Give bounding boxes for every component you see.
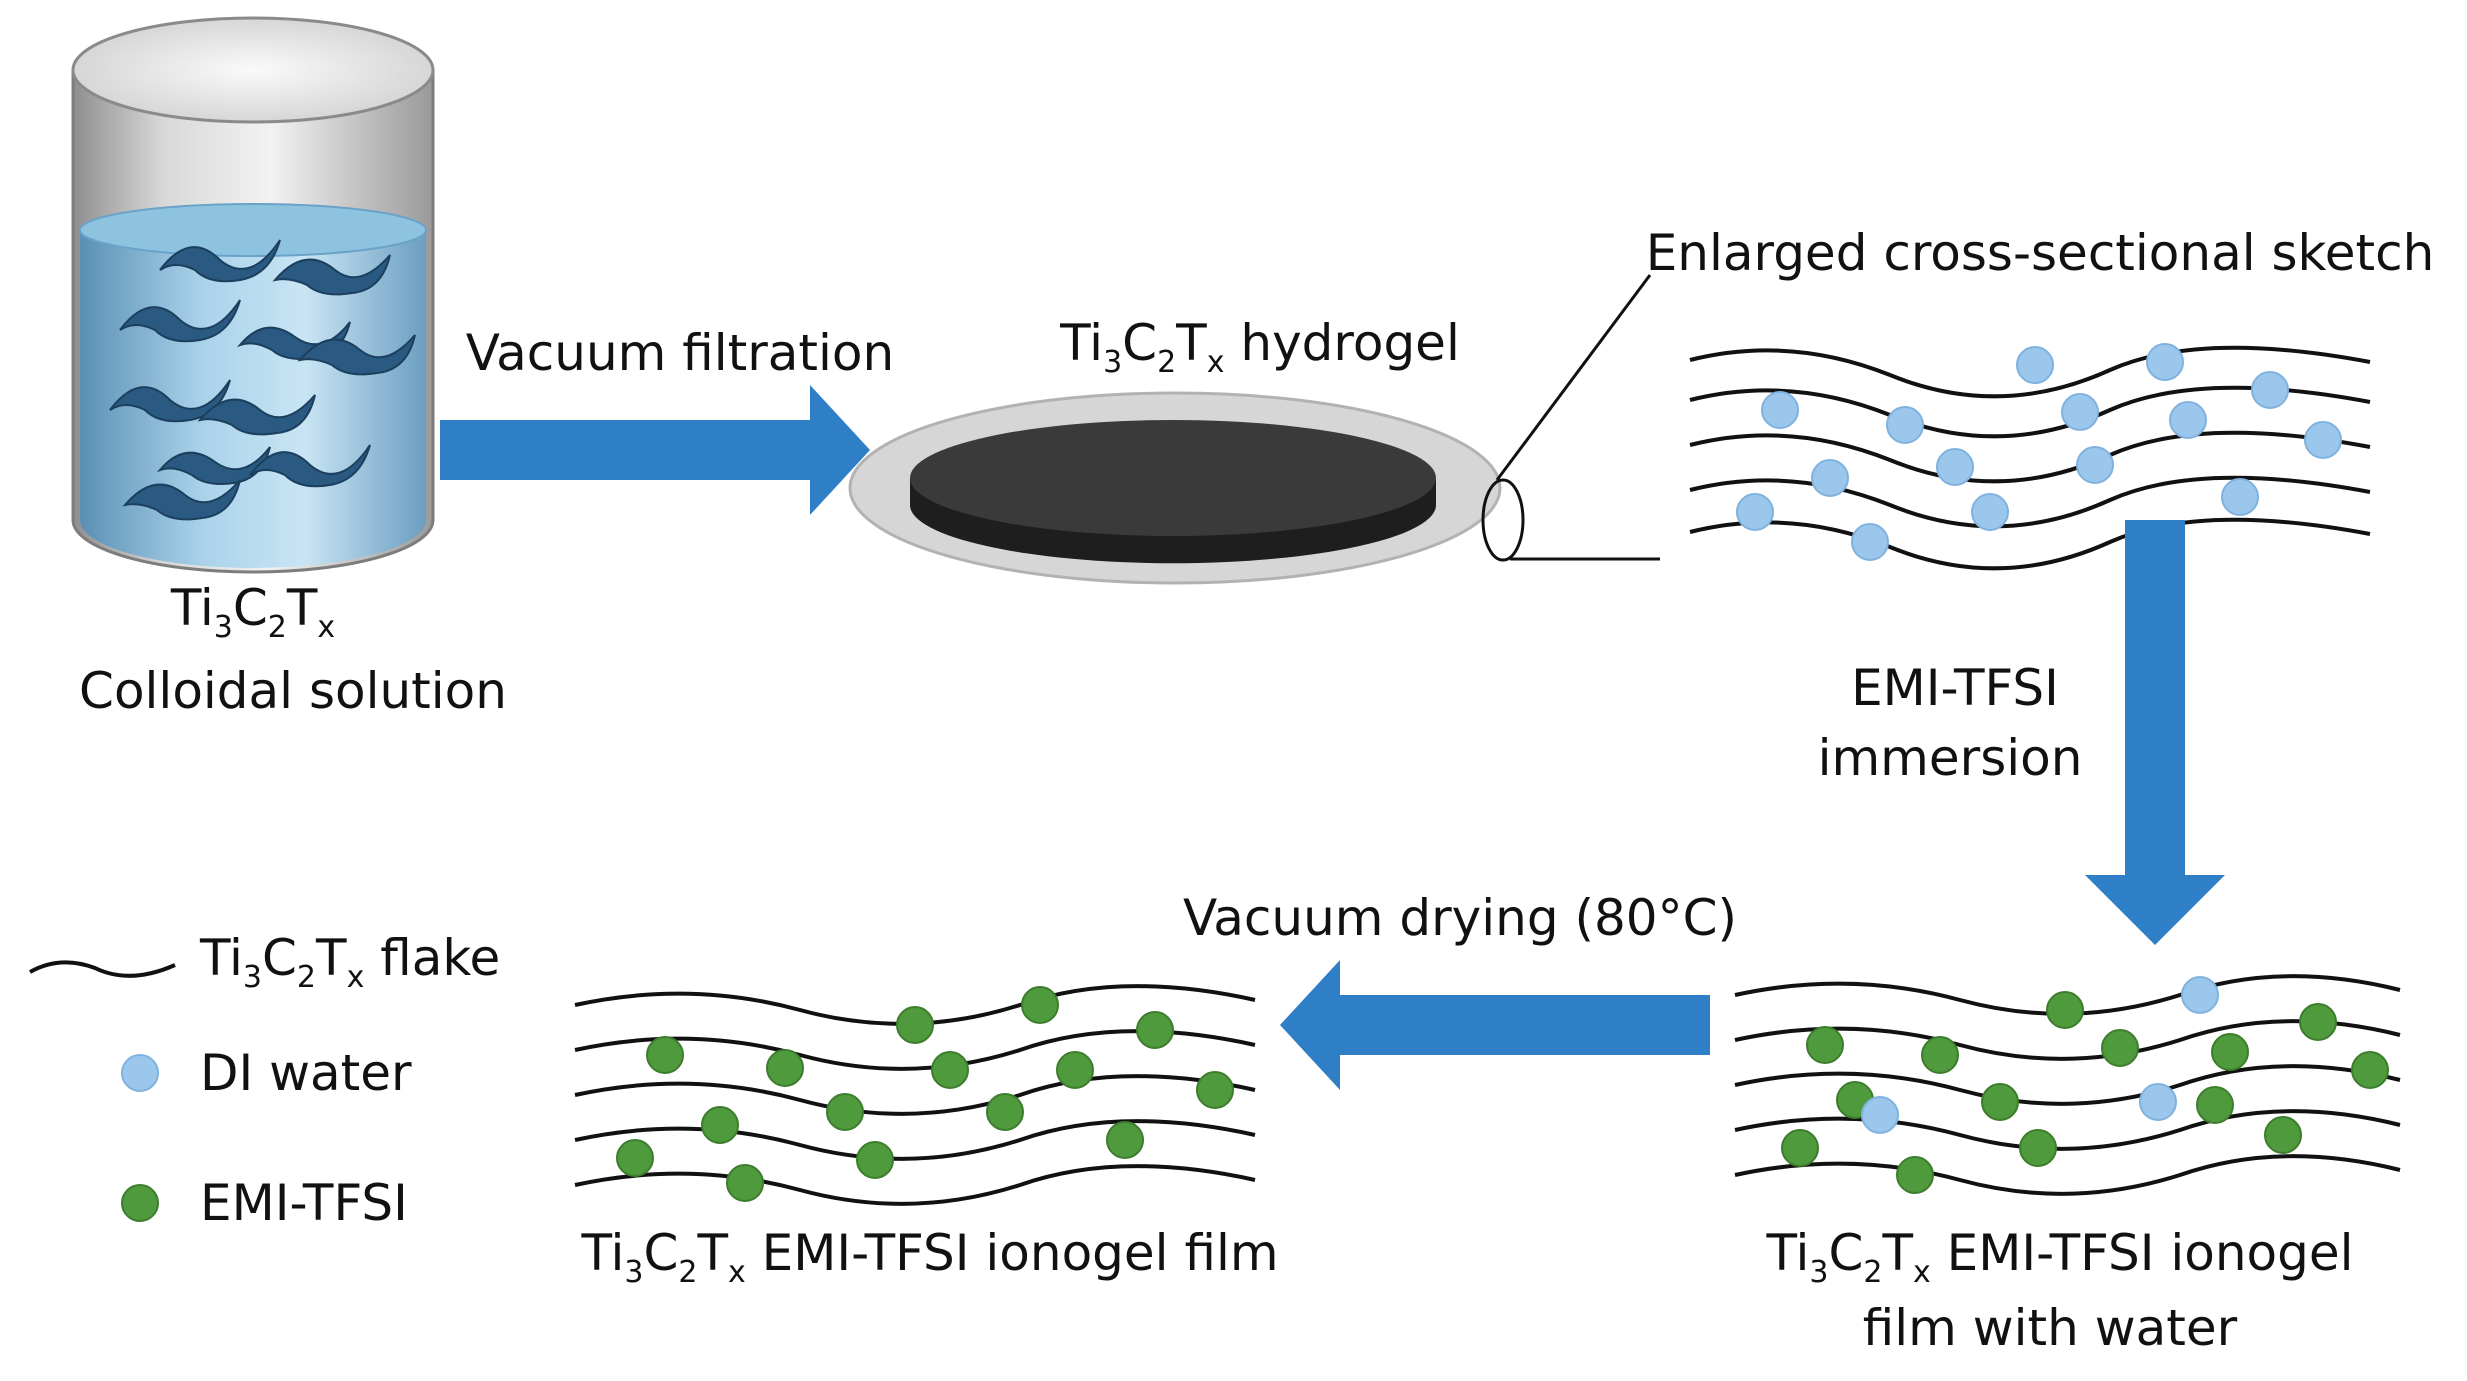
hydrogel-label: Ti3C2Tx hydrogel	[1059, 314, 1460, 380]
with-water-label-line1: Ti3C2Tx EMI-TFSI ionogel	[1765, 1224, 2353, 1290]
down-arrow-icon	[2085, 520, 2225, 945]
vacuum-filtration-label: Vacuum filtration	[466, 324, 894, 382]
flake-particles	[109, 239, 416, 521]
emi-tfsi-particles	[1781, 991, 2389, 1194]
legend-emi-label: EMI-TFSI	[200, 1174, 408, 1232]
final-film-label: Ti3C2Tx EMI-TFSI ionogel film	[580, 1224, 1278, 1290]
di-water-legend-icon	[121, 1054, 159, 1092]
final-ionogel-sketch	[574, 984, 1256, 1206]
with-water-label-line2: film with water	[1863, 1299, 2238, 1357]
emi-immersion-label-line1: EMI-TFSI	[1851, 659, 2059, 717]
flake-legend-icon	[29, 960, 176, 978]
colloid-solution-label: Colloidal solution	[79, 662, 507, 720]
legend-flake-label: Ti3C2Tx flake	[199, 929, 500, 995]
cross-section-callout	[1481, 274, 1660, 562]
emi-tfsi-legend-icon	[121, 1184, 159, 1222]
di-water-particles	[1861, 976, 2219, 1134]
emi-immersion-label-line2: immersion	[1818, 729, 2083, 787]
colloid-formula-label: Ti3C2Tx	[170, 579, 335, 645]
right-arrow-icon	[440, 385, 870, 515]
emi-tfsi-particles	[616, 986, 1234, 1202]
legend-water-label: DI water	[200, 1044, 412, 1102]
vacuum-drying-label: Vacuum drying (80°C)	[1183, 889, 1737, 947]
cross-section-sketch	[1689, 343, 2371, 571]
ionogel-with-water-sketch	[1734, 974, 2401, 1196]
di-water-particles	[1736, 343, 2342, 561]
left-arrow-icon	[1280, 960, 1710, 1090]
cross-section-label: Enlarged cross-sectional sketch	[1646, 224, 2435, 282]
beaker-icon	[71, 16, 435, 574]
legend: Ti3C2Tx flake DI water EMI-TFSI	[29, 929, 500, 1232]
hydrogel-disc-icon	[848, 391, 1502, 585]
